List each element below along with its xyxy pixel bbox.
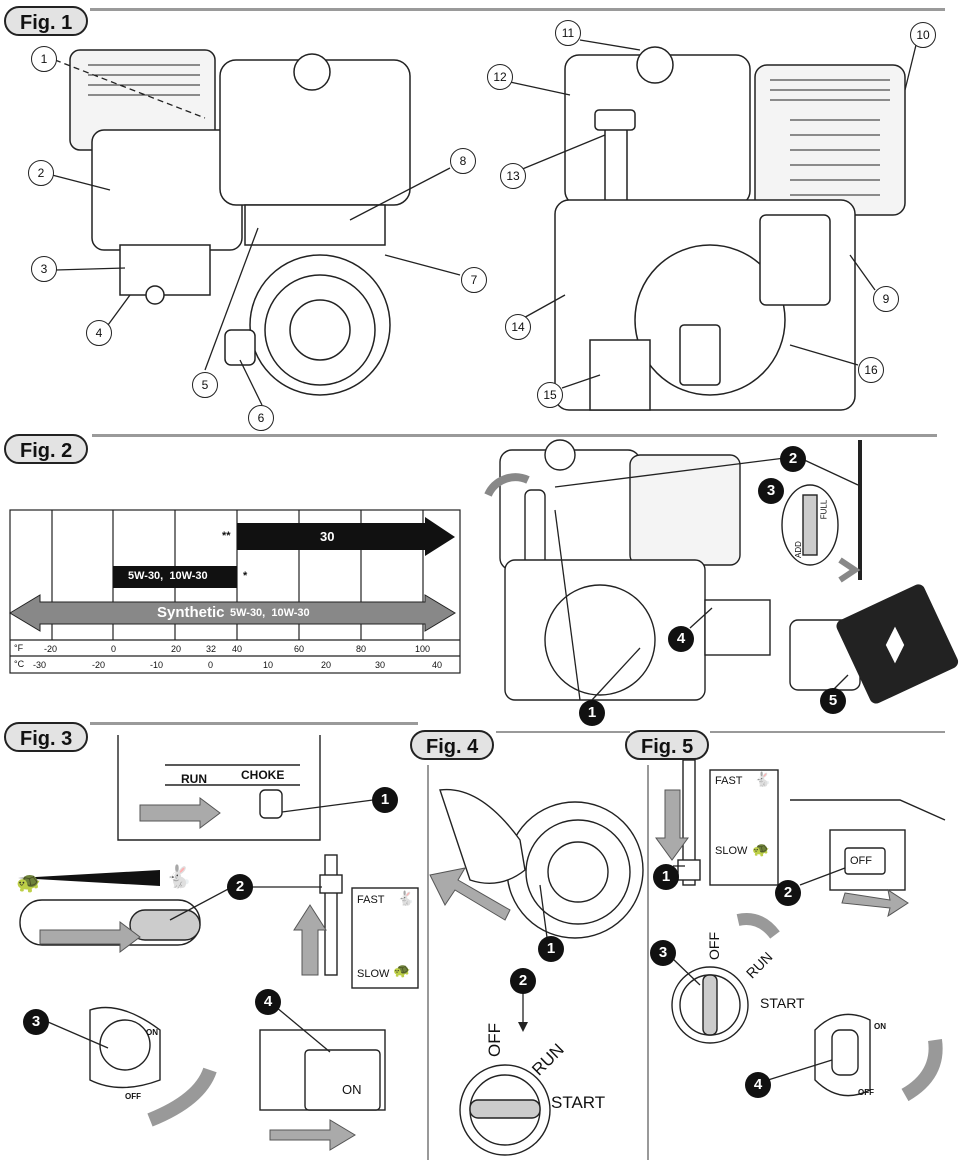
f-tick: 80 [356,644,367,654]
oil-synthetic-sublabel: 5W-30, 10W-30 [230,607,310,619]
fig3-callout: 1 [372,787,398,813]
fig2-callout: 2 [780,446,806,472]
fig5-switch-off-label: OFF [850,855,872,867]
fig1-callout: 14 [505,314,531,340]
fig2-tag: Fig. 2 [4,434,89,464]
fig1-callout: 16 [858,357,884,383]
fig3-callout: 4 [255,989,281,1015]
f-tick: 0 [111,644,117,654]
fig5-fast-label: FAST [715,775,743,787]
f-tick: 60 [294,644,305,654]
fig1-callout: 1 [31,46,57,72]
celsius-label: °C [14,659,25,669]
fig3-valve-on-label: ON [146,1028,158,1037]
f-tick: -20 [44,644,58,654]
c-tick: 30 [375,660,386,670]
fig4-callout: 2 [510,968,536,994]
oil-30-marker: ** [222,530,231,542]
f-tick: 100 [415,644,431,654]
dipstick-full-label: FULL [819,499,829,520]
oil-5w30-label: 5W-30, 10W-30 [128,570,208,582]
oil-synthetic-bar [9,594,456,632]
oil-5w30-bar [113,566,237,588]
fig5-callout: 2 [775,880,801,906]
fig1-callout: 9 [873,286,899,312]
fig5-slow-turtle-icon: 🐢 [752,841,770,857]
f-tick: 32 [206,644,217,654]
fig1-rule [90,8,945,11]
run-label: RUN [181,772,207,786]
fig3-fast-label: FAST [357,894,385,906]
c-tick: 0 [208,660,214,670]
fig3-valve-off-label: OFF [125,1092,141,1101]
fig1-starter-handle [224,329,256,366]
fig4-tag: Fig. 4 [410,730,495,760]
fig2-rule [92,434,937,437]
c-tick: 10 [263,660,274,670]
fig1-callout: 3 [31,256,57,282]
fig3-rule [90,722,418,725]
fig5-valve-on-label: ON [874,1022,886,1031]
fig5-callout: 4 [745,1072,771,1098]
oil-30-bar [237,517,455,556]
fig4-callout: 1 [538,936,564,962]
fig3-slow-turtle-icon: 🐢 [393,962,411,978]
fig3-fast-rabbit-icon: 🐇 [397,890,415,906]
fig1-callout: 5 [192,372,218,398]
fig1-callout: 11 [555,20,581,46]
fig5-valve-off-label: OFF [858,1088,874,1097]
fig3-slow-label: SLOW [357,968,390,980]
oil-30-label: 30 [320,529,335,544]
c-tick: -20 [92,660,106,670]
slow-turtle-icon: 🐢 [16,872,41,894]
fig5-key-start: START [760,995,805,1011]
c-tick: 20 [321,660,332,670]
c-tick: 40 [432,660,443,670]
fig3-tag: Fig. 3 [4,722,89,752]
fig1-callout: 4 [86,320,112,346]
fig5-fast-rabbit-icon: 🐇 [754,771,772,787]
fig3-callout: 2 [227,874,253,900]
fast-rabbit-icon: 🐇 [165,864,193,889]
fig5-slow-label: SLOW [715,845,748,857]
choke-label: CHOKE [241,768,285,782]
oil-synthetic-label: Synthetic [157,604,225,621]
fig1r-air-cleaner [754,64,906,216]
fig1-callout: 2 [28,160,54,186]
f-tick: 40 [232,644,243,654]
fig5-tag: Fig. 5 [625,730,710,760]
fig5-callout: 3 [650,940,676,966]
fig1-callout: 6 [248,405,274,431]
fig3-switch-on-label: ON [342,1082,362,1097]
c-tick: -30 [33,660,47,670]
dipstick-add-label: ADD [793,541,803,558]
f-tick: 20 [171,644,182,654]
fig1-tag: Fig. 1 [4,6,89,36]
fig1-callout: 10 [910,22,936,48]
fig2-callout: 3 [758,478,784,504]
fig3-callout: 3 [23,1009,49,1035]
fig2-callout: 4 [668,626,694,652]
fahrenheit-label: °F [14,643,24,653]
c-tick: -10 [150,660,164,670]
fig1-callout: 13 [500,163,526,189]
fig4-key-start: START [551,1093,606,1112]
fig1-callout: 7 [461,267,487,293]
oil-5w30-marker: * [243,570,248,582]
fig2-callout: 1 [579,700,605,726]
fig1-callout: 12 [487,64,513,90]
fig1-callout: 15 [537,382,563,408]
fig5-callout: 1 [653,864,679,890]
fig1-callout: 8 [450,148,476,174]
fig2-callout: 5 [820,688,846,714]
fig4-key-off: OFF [485,1023,504,1057]
fig5-key-off: OFF [706,932,722,960]
